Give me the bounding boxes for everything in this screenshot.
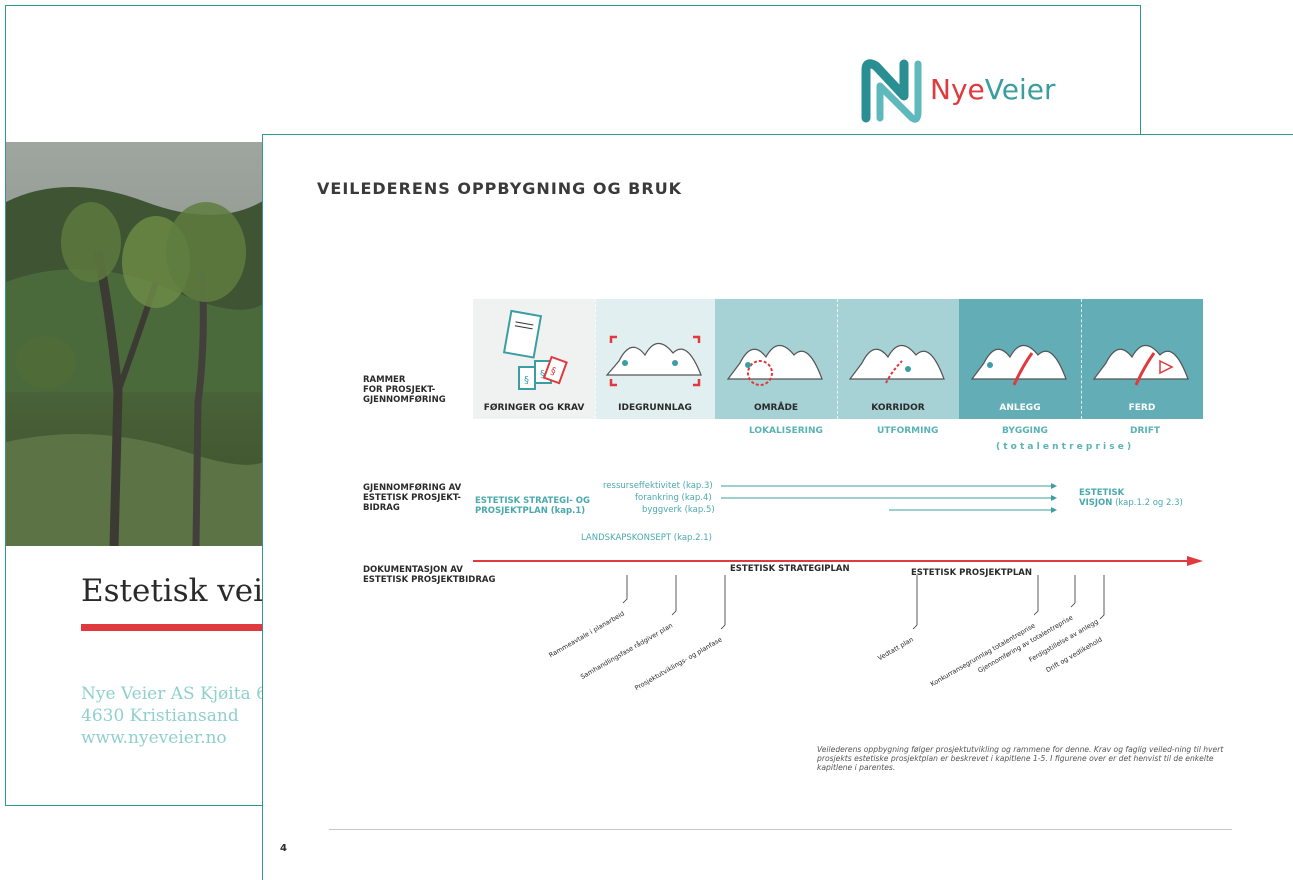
caption: Veilederens oppbygning følger prosjektut… — [817, 745, 1224, 772]
row-label-line: RAMMER — [363, 375, 406, 385]
guide-page: VEILEDERENS OPPBYGNING OG BRUK RAMMER FO… — [262, 134, 1293, 880]
cover-title: Estetisk vei — [81, 573, 264, 609]
address-line: Nye Veier AS Kjøita 6 — [81, 684, 267, 704]
title-underline — [81, 624, 281, 631]
prosjektplan-label: ESTETISK PROSJEKTPLAN — [911, 568, 1032, 578]
row-label-line: BIDRAG — [363, 503, 400, 513]
arrow-label-forankring: forankring (kap.4) — [635, 493, 712, 503]
strategy-label-line: ESTETISK STRATEGI- OG — [475, 496, 590, 506]
documents-icon: § § § — [502, 309, 568, 390]
logo-wordmark: NyeVeier — [930, 73, 1055, 106]
row-label-line: GJENNOMFØRING — [363, 395, 446, 405]
phase-divider — [1081, 299, 1082, 419]
page-number: 4 — [280, 843, 287, 854]
vision-bold: VISJON — [1079, 498, 1113, 508]
phase-divider — [837, 299, 838, 419]
sublabel-totalentreprise: ( t o t a l e n t r e p r i s e ) — [996, 442, 1132, 452]
landskapskonsept-label: LANDSKAPSKONSEPT (kap.2.1) — [581, 533, 712, 543]
vision-label: ESTETISK VISJON (kap.1.2 og 2.3) — [1079, 488, 1183, 508]
sublabel-utforming: UTFORMING — [877, 426, 939, 436]
row-label-line: ESTETISK PROSJEKTBIDRAG — [363, 575, 496, 585]
cover-photo — [6, 142, 276, 546]
landscape-icon — [1092, 344, 1189, 386]
arrow-label-byggverk: byggverk (kap.5) — [642, 505, 715, 515]
row-label-line: FOR PROSJEKT- — [363, 385, 436, 395]
phase-label: OMRÅDE — [753, 403, 799, 413]
milestone-ticks — [622, 575, 1105, 630]
landscape-icon — [848, 344, 945, 384]
sublabel-drift: DRIFT — [1130, 426, 1161, 436]
phase-label: FØRINGER OG KRAV — [483, 403, 585, 413]
row-label-rammer: RAMMER FOR PROSJEKT- GJENNOMFØRING — [363, 375, 446, 405]
phase-cell-anlegg: ANLEGG — [959, 299, 1081, 419]
sublabel-bygging: BYGGING — [1002, 426, 1048, 436]
strategiplan-label: ESTETISK STRATEGIPLAN — [730, 564, 850, 574]
page-title: VEILEDERENS OPPBYGNING OG BRUK — [317, 179, 683, 198]
website-link[interactable]: www.nyeveier.no — [81, 728, 227, 748]
strategy-label: ESTETISK STRATEGI- OG PROSJEKTPLAN (kap.… — [475, 496, 590, 516]
nyeveier-logo — [861, 59, 922, 123]
phase-label: KORRIDOR — [871, 403, 925, 413]
landscape-icon — [726, 344, 823, 386]
landscape-icon — [970, 344, 1067, 386]
row-label-line: GJENNOMFØRING AV — [363, 483, 462, 493]
row-label-line: DOKUMENTASJON AV — [363, 565, 463, 575]
vision-title: ESTETISK — [1079, 488, 1125, 498]
row-label-dokumentasjon: DOKUMENTASJON AV ESTETISK PROSJEKTBIDRAG — [363, 565, 495, 585]
phase-cell-foringer: § § § FØRINGER OG KRAV — [473, 299, 595, 419]
footer-divider — [329, 829, 1232, 830]
phase-label: IDEGRUNNLAG — [618, 403, 692, 413]
phase-cell-idegrunnlag: IDEGRUNNLAG — [595, 299, 715, 419]
vision-rest: (kap.1.2 og 2.3) — [1112, 498, 1183, 508]
svg-text:§: § — [549, 366, 557, 378]
documentation-arrow — [473, 556, 1203, 566]
phase-label: ANLEGG — [999, 403, 1041, 413]
arrow-label-ressurs: ressurseffektivitet (kap.3) — [603, 481, 713, 491]
implementation-arrows — [721, 483, 1057, 513]
address-line: 4630 Kristiansand — [81, 706, 239, 726]
phase-cell-omrade: OMRÅDE — [715, 299, 837, 419]
logo-veier: Veier — [984, 73, 1056, 106]
sublabel-lokalisering: LOKALISERING — [749, 426, 823, 436]
phase-cell-ferd: FERD — [1081, 299, 1203, 419]
svg-text:§: § — [524, 375, 529, 386]
phase-cell-korridor: KORRIDOR — [837, 299, 959, 419]
vision-line: VISJON (kap.1.2 og 2.3) — [1079, 498, 1183, 508]
phase-divider — [595, 299, 596, 419]
phase-label: FERD — [1128, 403, 1156, 413]
logo-nye: Nye — [930, 73, 985, 106]
strategy-label-line: PROSJEKTPLAN (kap.1) — [475, 506, 586, 516]
landscape-icon — [605, 335, 702, 387]
row-label-gjennomforing: GJENNOMFØRING AV ESTETISK PROSJEKT- BIDR… — [363, 483, 461, 513]
svg-text:§: § — [540, 369, 545, 380]
row-label-line: ESTETISK PROSJEKT- — [363, 493, 461, 503]
